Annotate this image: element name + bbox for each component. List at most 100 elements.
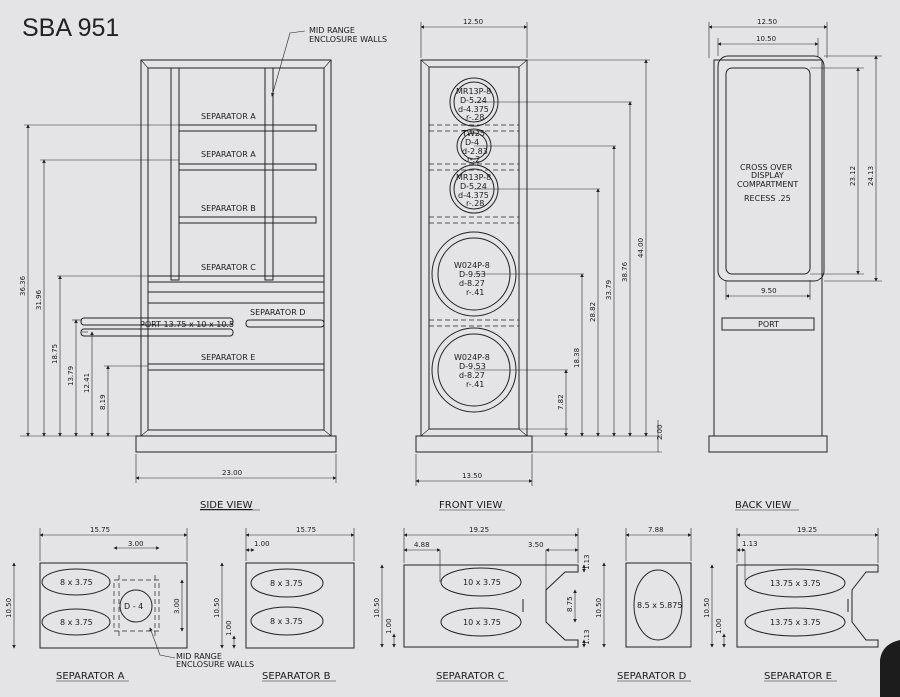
view-label: SEPARATOR B (262, 671, 331, 682)
dim-width: 7.88 (648, 526, 664, 534)
separator-b: 8 x 3.75 8 x 3.75 15.75 1.00 10.50 1.00 … (213, 526, 355, 682)
view-label: SEPARATOR A (56, 671, 125, 682)
tweeter-text: r-.2 (467, 155, 480, 164)
dim-height: 10.50 (595, 598, 603, 618)
hole-label: 8 x 3.75 (60, 618, 93, 627)
hole-label: 8 x 3.75 (270, 617, 303, 626)
back-view: PORT CROSS OVER DISPLAY COMPARTMENT RECE… (708, 18, 882, 511)
dim-recess-width: 9.50 (761, 287, 777, 295)
hole-label: 8.5 x 5.875 (637, 601, 682, 610)
dim-small-bottom: 1.13 (583, 629, 591, 645)
woofer-text: d-8.27 (459, 371, 485, 380)
dim-height: 8.19 (99, 394, 107, 410)
separator-c: 10 x 3.75 10 x 3.75 19.25 4.88 3.50 10.5… (373, 526, 591, 682)
dim-bottom: 1.00 (385, 618, 393, 634)
dim-height: 7.82 (557, 394, 565, 410)
dim-bottom-width: 13.50 (462, 472, 482, 480)
hole-label: 10 x 3.75 (463, 578, 501, 587)
dim-height: 10.50 (5, 598, 13, 618)
dim-bottom: 1.00 (715, 618, 723, 634)
driver-text: r-.28 (466, 113, 484, 122)
separator-label: SEPARATOR E (201, 353, 255, 362)
dim-height: 18.75 (51, 344, 59, 364)
view-label: BACK VIEW (735, 500, 791, 511)
front-view: MR13P-8 D-5.24 d-4.375 r-.28 TW25 D-4 d-… (415, 18, 664, 511)
dim-height: 23.12 (849, 166, 857, 186)
dim-left: 4.88 (414, 541, 430, 549)
woofer-text: d-8.27 (459, 279, 485, 288)
view-label: SEPARATOR C (436, 671, 505, 682)
dim-offset: 1.00 (254, 540, 270, 548)
dim-height: 24.13 (867, 166, 875, 186)
separator-label: SEPARATOR A (201, 150, 256, 159)
crossover-text: CROSS OVER (740, 163, 793, 172)
crossover-text: COMPARTMENT (737, 180, 798, 189)
dim-sub-width: 3.00 (128, 540, 144, 548)
dim-height: 36.36 (19, 275, 27, 296)
dim-width: 19.25 (797, 526, 817, 534)
port-label: PORT 13.75 x 10 x 10.5 (140, 320, 234, 329)
driver-text: d-4.375 (458, 191, 489, 200)
page-title: SBA 951 (22, 14, 119, 42)
hole-label: 13.75 x 3.75 (770, 618, 821, 627)
hole-label: 8 x 3.75 (270, 579, 303, 588)
dim-height: 10.50 (373, 598, 381, 618)
dim-offset: 1.13 (742, 540, 758, 548)
driver-text: D-5.24 (460, 96, 487, 105)
back-port-label: PORT (758, 320, 779, 329)
dim-height: 10.50 (213, 598, 221, 618)
separator-e: 13.75 x 3.75 13.75 x 3.75 19.25 1.13 10.… (703, 526, 879, 682)
hole-label: 8 x 3.75 (60, 578, 93, 587)
dim-width: 15.75 (90, 526, 110, 534)
view-label: SEPARATOR E (764, 671, 832, 682)
driver-text: MR13P-8 (456, 87, 491, 96)
dim-inner: 3.00 (173, 598, 181, 614)
driver-text: r-.28 (466, 199, 484, 208)
dim-height: 18.38 (573, 348, 581, 368)
hole-label: 13.75 x 3.75 (770, 579, 821, 588)
dim-notch: 8.75 (566, 596, 574, 612)
dim-height: 28.82 (589, 302, 597, 322)
dim-height: 31.96 (35, 289, 43, 310)
hole-label: 10 x 3.75 (463, 618, 501, 627)
separator-label: SEPARATOR B (201, 204, 256, 213)
separator-d: 8.5 x 5.875 7.88 10.50 SEPARATOR D (595, 526, 692, 682)
dim-small-top: 1.13 (583, 554, 591, 570)
hole-label: D - 4 (124, 602, 143, 611)
dim-height: 2.00 (656, 424, 664, 440)
dim-top-width: 12.50 (757, 18, 777, 26)
driver-text: D-5.24 (460, 182, 487, 191)
tweeter-text: d-2.83 (462, 147, 488, 156)
crossover-text: DISPLAY (751, 171, 784, 180)
dim-width: 15.75 (296, 526, 316, 534)
callout-line-2: ENCLOSURE WALLS (309, 35, 387, 44)
tweeter-text: D-4 (465, 138, 479, 147)
dim-right: 3.50 (528, 541, 544, 549)
callout-line-2: ENCLOSURE WALLS (176, 660, 254, 669)
side-view: SEPARATOR A SEPARATOR A SEPARATOR B SEPA… (19, 26, 387, 511)
separator-label: SEPARATOR A (201, 112, 256, 121)
woofer-text: r-.41 (466, 288, 484, 297)
crossover-text: RECESS .25 (744, 194, 791, 203)
driver-text: d-4.375 (458, 105, 489, 114)
woofer-text: W024P-8 (454, 261, 490, 270)
callout-line-1: MID RANGE (176, 652, 222, 661)
tweeter-text: TW25 (461, 129, 485, 138)
dim-height: 44.00 (637, 238, 645, 258)
separator-label: SEPARATOR C (201, 263, 256, 272)
woofer-text: r-.41 (466, 380, 484, 389)
separator-label: SEPARATOR D (250, 308, 305, 317)
dim-width: 23.00 (222, 469, 242, 477)
dim-top-width: 12.50 (463, 18, 483, 26)
woofer-text: D-9.53 (459, 270, 486, 279)
view-label: SEPARATOR D (617, 671, 687, 682)
callout-line-1: MID RANGE (309, 26, 355, 35)
driver-text: MR13P-8 (456, 173, 491, 182)
woofer-text: D-9.53 (459, 362, 486, 371)
dim-height: 33.79 (605, 280, 613, 300)
woofer-text: W024P-8 (454, 353, 490, 362)
dim-inner: 1.00 (225, 620, 233, 636)
view-label: FRONT VIEW (439, 500, 502, 511)
separator-a: 8 x 3.75 8 x 3.75 D - 4 15.75 3.00 10.50… (5, 526, 254, 682)
